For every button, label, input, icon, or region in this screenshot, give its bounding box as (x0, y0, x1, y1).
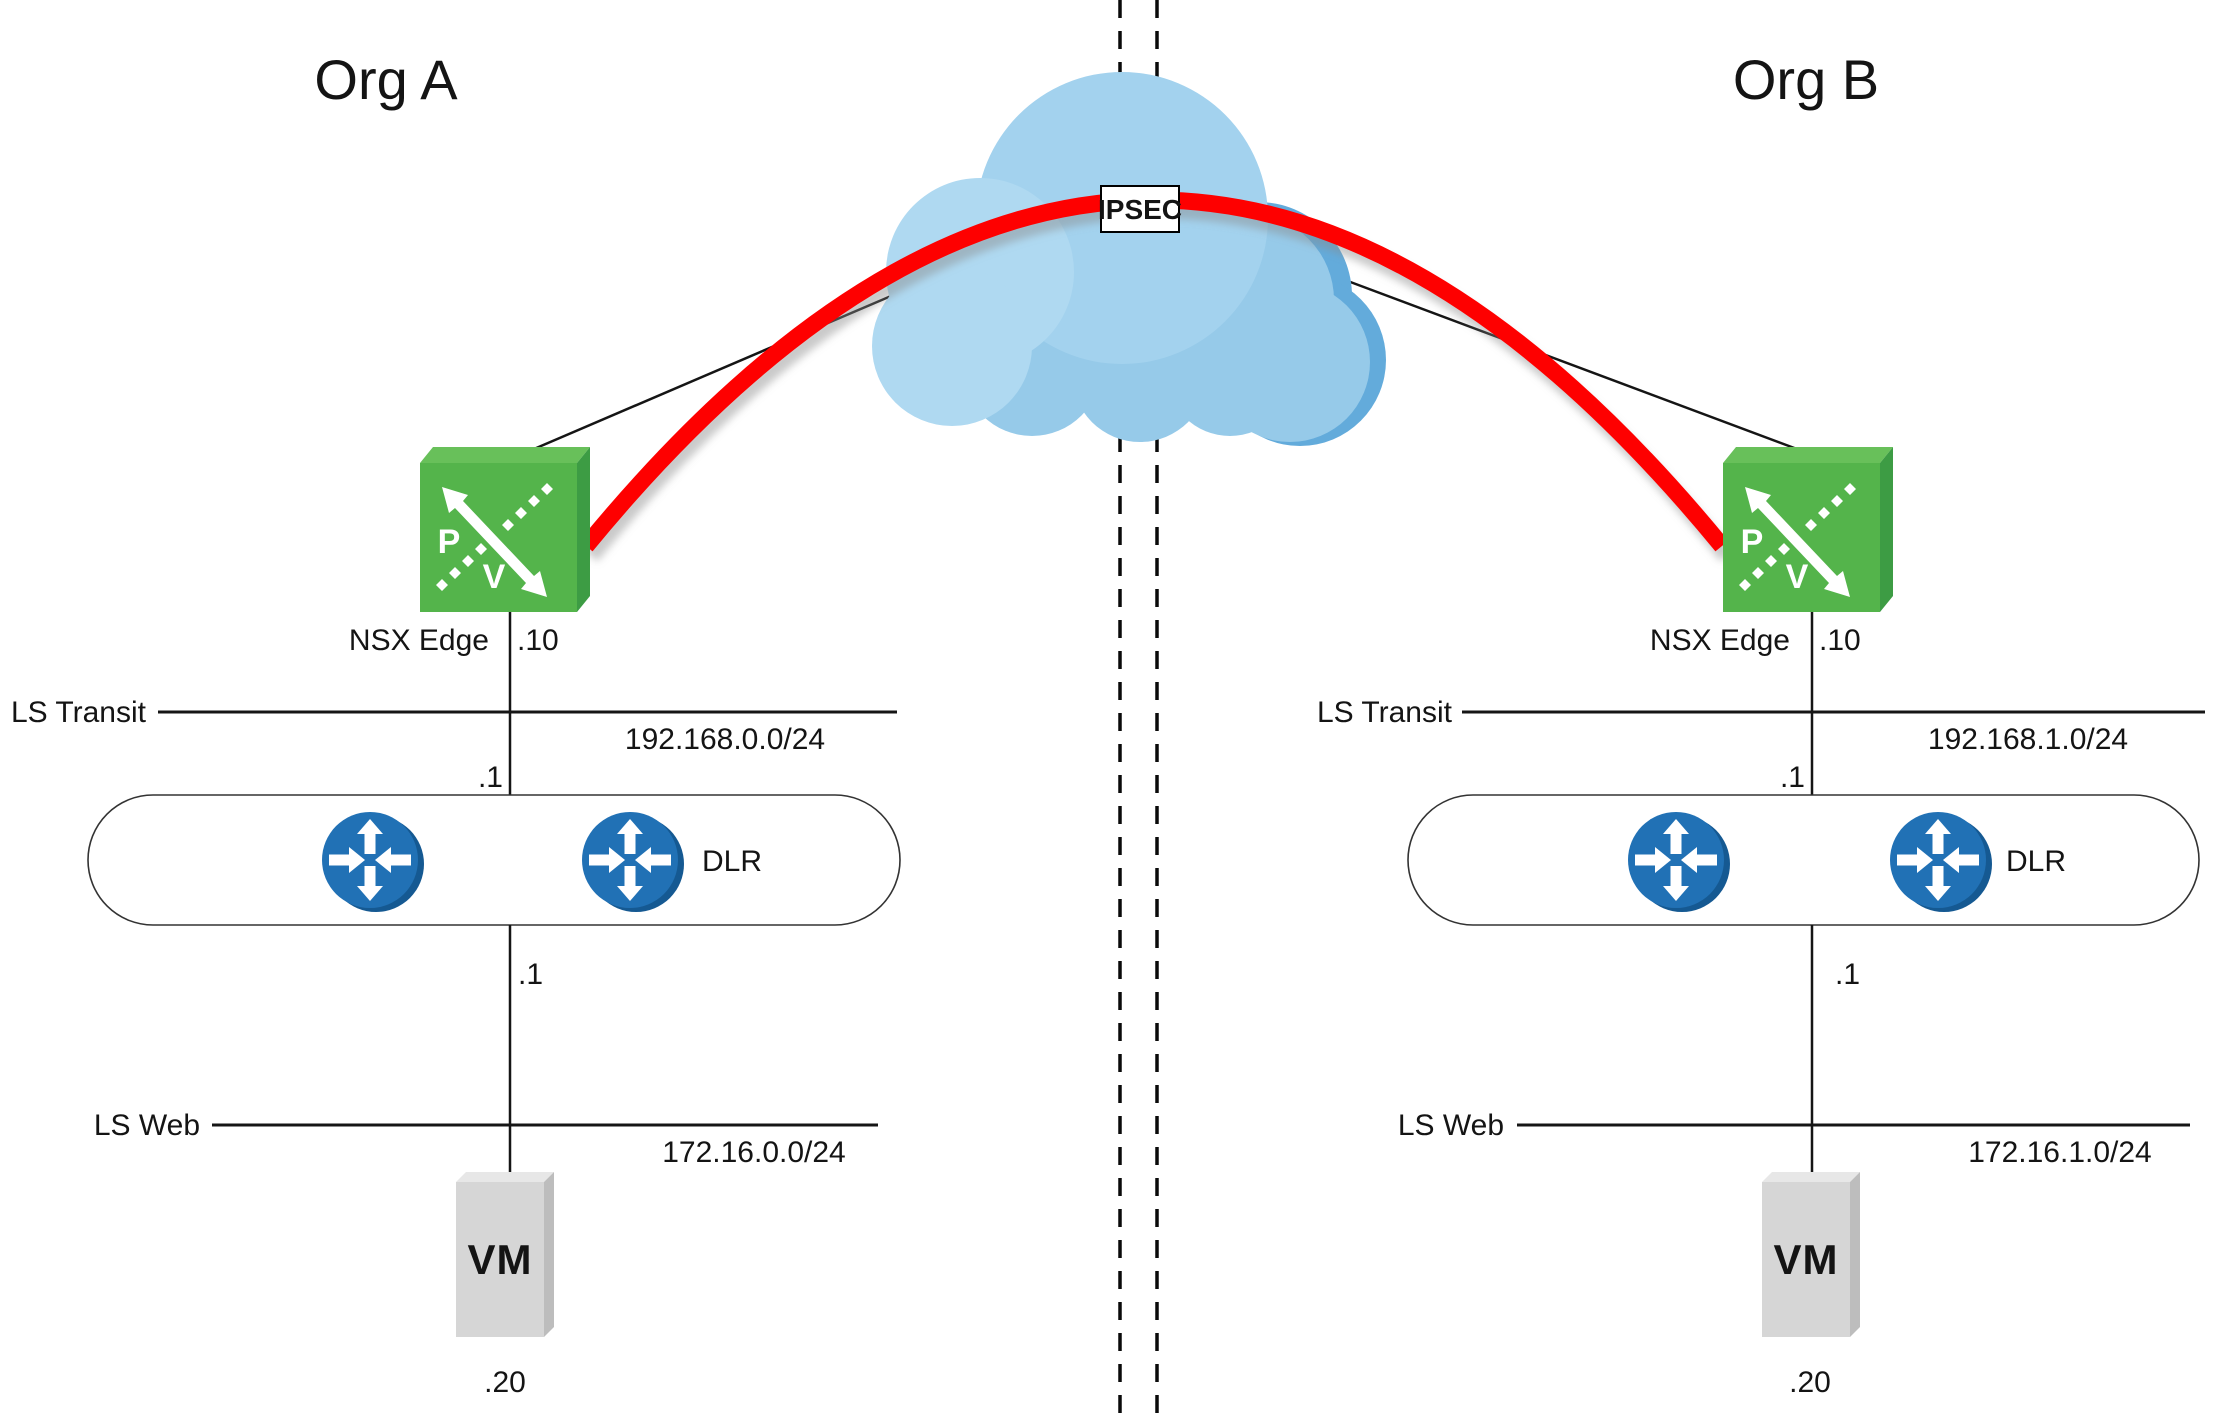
vm-ip-b: .20 (1789, 1366, 1831, 1399)
dlr-label-b: DLR (2006, 845, 2066, 878)
web-subnet-a: 172.16.0.0/24 (662, 1136, 846, 1169)
dlr-uplink-ip-b: .1 (1780, 761, 1805, 794)
nsx-edge-label-a: NSX Edge (349, 624, 489, 657)
nsx-edge-label-b: NSX Edge (1650, 624, 1790, 657)
ipsec-label-box (1100, 185, 1180, 233)
web-subnet-b: 172.16.1.0/24 (1968, 1136, 2152, 1169)
edge-to-cloud-link-b (1344, 278, 1806, 454)
dlr-pill-a (87, 794, 901, 926)
ls-transit-label-a: LS Transit (11, 696, 147, 729)
org-b: Org B NSX Edge .10 LS Transit 192.168.1.… (1317, 48, 2205, 1399)
nsx-edge-icon-a (420, 447, 590, 612)
ls-transit-label-b: LS Transit (1317, 696, 1453, 729)
nsx-edge-icon-b (1723, 447, 1893, 612)
dlr-uplink-ip-a: .1 (478, 761, 503, 794)
dlr-web-ip-a: .1 (518, 958, 543, 991)
ipsec-label: IPSEC (1098, 194, 1182, 225)
nsx-edge-ip-a: .10 (517, 624, 559, 657)
dlr-pill-b (1407, 794, 2200, 926)
ls-web-label-a: LS Web (94, 1109, 200, 1142)
org-b-title: Org B (1733, 48, 1879, 111)
org-a-title: Org A (314, 48, 458, 111)
org-a: Org A NSX Edge .10 LS Transit 192.168.0.… (11, 48, 901, 1399)
vm-label-a: VM (468, 1236, 533, 1283)
dlr-label-a: DLR (702, 845, 762, 878)
vm-ip-a: .20 (484, 1366, 526, 1399)
vm-label-b: VM (1774, 1236, 1839, 1283)
ls-web-label-b: LS Web (1398, 1109, 1504, 1142)
dlr-web-ip-b: .1 (1835, 958, 1860, 991)
transit-subnet-a: 192.168.0.0/24 (625, 723, 825, 756)
transit-subnet-b: 192.168.1.0/24 (1928, 723, 2128, 756)
nsx-edge-ip-b: .10 (1819, 624, 1861, 657)
